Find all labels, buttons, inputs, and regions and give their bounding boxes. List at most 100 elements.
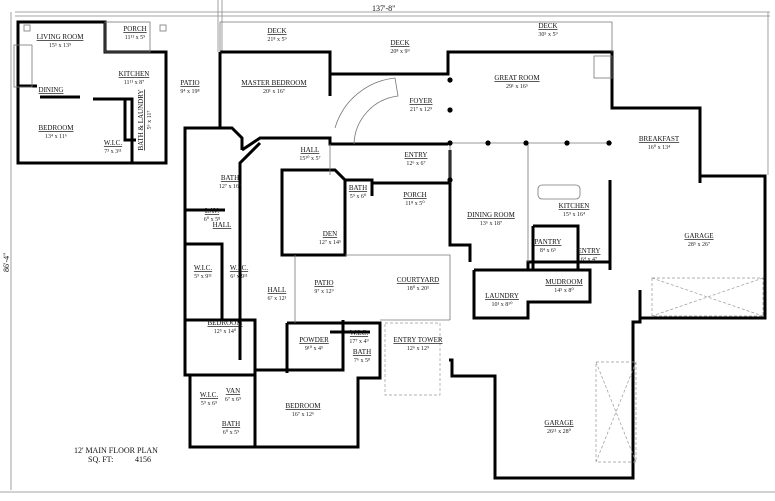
room-name: BREAKFAST xyxy=(639,135,680,143)
room-dimensions: 16⁷ x 12⁶ xyxy=(292,412,314,418)
room-name: ENTRY TOWER xyxy=(393,336,442,344)
room-dimensions: 5⁹ x 9¹¹ xyxy=(194,274,212,280)
deck-outlines xyxy=(23,21,764,463)
room-dimensions: 20¹ x 16⁷ xyxy=(263,89,285,95)
room-dimensions: 5⁶ x 11⁷ xyxy=(147,111,153,130)
room-name: BEDROOM xyxy=(207,319,243,327)
room-dimensions: 12⁶ x 6⁷ xyxy=(406,161,425,167)
room-name: MUDROOM xyxy=(545,278,583,286)
room-dimensions: 15⁵ x 13⁹ xyxy=(49,43,71,49)
room-name: W.I.C. xyxy=(350,329,368,337)
room-label: W.I.C.5⁹ x 6⁹ xyxy=(200,391,218,407)
room-dimensions: 12⁷ x 14⁵ xyxy=(319,240,341,246)
room-label: BEDROOM 16⁷ x 12⁶ xyxy=(285,402,321,418)
room-name: MASTER BEDROOM xyxy=(241,79,307,87)
room-name: KITCHEN xyxy=(559,202,590,210)
room-dimensions: 14⁵ x 8⁰ xyxy=(554,287,574,294)
room-name: BEDROOM xyxy=(285,402,321,410)
room-name: DECK xyxy=(390,39,409,47)
room-name: HALL xyxy=(268,286,287,294)
overall-depth-label: 86'-4" xyxy=(2,253,11,272)
room-dimensions: 29¹ x 16⁵ xyxy=(506,84,528,90)
room-name: PORCH xyxy=(123,25,146,33)
room-dimensions: 30⁵ x 5⁹ xyxy=(538,32,557,38)
room-dimensions: 11¹¹ x 5⁹ xyxy=(125,35,145,41)
room-name: GARAGE xyxy=(684,232,713,240)
room-dimensions: 6¹ x 9¹¹ xyxy=(230,274,248,280)
room-name: PORCH xyxy=(403,191,426,199)
room-label: DEN 12⁷ x 14⁵ xyxy=(319,230,341,246)
room-name: W.I.C. xyxy=(230,264,248,272)
room-dimensions: 11¹¹ x 8⁷ xyxy=(124,80,144,86)
room-name: LIVING ROOM xyxy=(37,33,85,41)
room-dimensions: 18⁰ x 20⁵ xyxy=(407,285,430,292)
room-name: BATH xyxy=(349,184,367,192)
room-dimensions: 12⁶ x 12⁹ xyxy=(407,346,429,352)
room-dimensions: 13⁶ x 18⁷ xyxy=(480,221,502,227)
room-label: DECK 21⁸ x 5⁹ xyxy=(267,27,286,43)
room-name: BEDROOM xyxy=(38,124,74,132)
room-label: VAN 6⁷ x 6⁹ xyxy=(225,387,241,403)
room-name: LAV. xyxy=(205,207,220,215)
room-dimensions: 9¹⁰ x 4⁵ xyxy=(305,345,323,352)
room-name: GARAGE xyxy=(544,419,573,427)
room-name: DINING xyxy=(39,86,64,94)
room-dimensions: 11⁸ x 5⁰ xyxy=(405,200,425,207)
room-dimensions: 28⁵ x 26⁷ xyxy=(688,242,710,248)
room-dimensions: 9⁷ x 12⁹ xyxy=(314,289,333,295)
room-name: W.I.C. xyxy=(194,264,212,272)
room-dimensions: 6⁰ x 5⁸ xyxy=(204,216,221,223)
plan-title: 12' MAIN FLOOR PLAN xyxy=(74,446,158,455)
room-dimensions: 15¹⁰ x 5⁷ xyxy=(299,155,320,162)
room-dimensions: 7⁶ x 5⁸ xyxy=(354,358,370,364)
room-name: DEN xyxy=(323,230,337,238)
room-name: VAN xyxy=(226,387,240,395)
room-label: HALL xyxy=(213,221,232,229)
room-dimensions: 17⁷ x 4⁹ xyxy=(349,339,368,345)
room-dimensions: 26¹¹ x 28⁰ xyxy=(547,428,572,435)
room-name: DECK xyxy=(267,27,286,35)
room-dimensions: 6⁷ x 12¹ xyxy=(268,296,287,302)
overall-width-label: 137'-8" xyxy=(372,4,395,13)
room-label: W.I.C. 6¹ x 9¹¹ xyxy=(230,264,248,280)
room-name: BATH & LAUNDRY xyxy=(137,89,145,150)
room-name: LAUNDRY xyxy=(485,292,519,300)
room-label: ENTRY TOWER 12⁶ x 12⁹ xyxy=(393,336,442,352)
room-dimensions: 7³ x 3¹¹ xyxy=(104,149,122,155)
room-dimensions: 6⁷ x 6⁹ xyxy=(225,397,241,403)
room-dimensions: 5⁹ x 6⁹ xyxy=(201,401,217,407)
room-dimensions: 5⁹ x 6⁰ xyxy=(350,193,367,200)
sqft-value: 4156 xyxy=(135,455,151,464)
room-label: LIVING ROOM 15⁵ x 13⁹ xyxy=(37,33,85,49)
sqft-label: SQ. FT: xyxy=(88,455,113,464)
room-label: LAV.6⁰ x 5⁸ xyxy=(204,207,221,223)
room-name: DINING ROOM xyxy=(467,211,515,219)
room-dimensions: 21⁷ x 12⁹ xyxy=(410,107,432,113)
room-label: DINING ROOM 13⁶ x 18⁷ xyxy=(467,211,515,227)
room-labels: LIVING ROOM 15⁵ x 13⁹ PORCH 11¹¹ x 5⁹ KITCHE… xyxy=(37,22,714,436)
room-label: W.I.C. 17⁷ x 4⁹ xyxy=(349,329,368,345)
room-dimensions: 21⁸ x 5⁹ xyxy=(267,37,286,43)
room-dimensions: 6⁴ x 4⁷ xyxy=(581,257,597,263)
room-dimensions: 15⁹ x 16⁴ xyxy=(563,212,585,218)
room-dimensions: 8⁴ x 6⁵ xyxy=(540,248,556,254)
room-name: POWDER xyxy=(299,336,329,344)
